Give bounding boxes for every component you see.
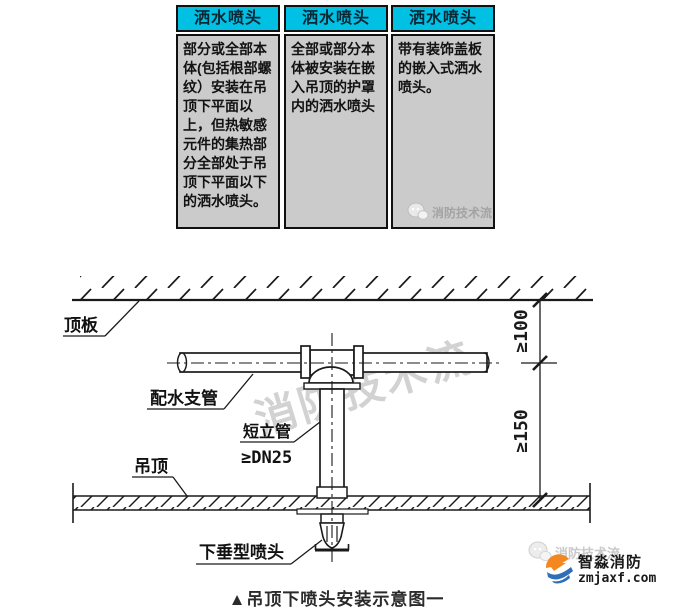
figure-caption: ▲吊顶下喷头安装示意图一 — [228, 590, 445, 609]
brand-watermark: 消防技术流 — [528, 540, 620, 564]
brand-name: 智淼消防 — [578, 553, 643, 571]
suspended-ceiling-callout: 吊顶 — [132, 457, 188, 497]
dimension-line: ≥100 ≥150 — [511, 292, 557, 508]
column-3-description: 带有装饰盖板的嵌入式洒水喷头。 — [391, 34, 495, 229]
column-3-header: 洒水喷头 — [391, 5, 495, 32]
table-watermark-text: 消防技术流 — [431, 205, 492, 220]
sprinkler-type-column-2: 洒水喷头 全部或部分本体被安装在嵌入吊顶的护罩内的洒水喷头 — [284, 5, 388, 229]
pendent-sprinkler-callout: 下垂型喷头 — [196, 539, 323, 565]
ceiling-slab-callout: 顶板 — [63, 300, 140, 337]
column-1-header: 洒水喷头 — [176, 5, 280, 32]
brand-logo: 智淼消防 zmjaxf.com — [544, 554, 656, 585]
dimension-top-label: ≥100 — [511, 309, 532, 352]
ceiling-slab-label: 顶板 — [64, 315, 99, 335]
short-riser-label: 短立管 — [243, 422, 291, 441]
short-riser-callout: 短立管 ≥DN25 — [240, 421, 321, 468]
suspended-ceiling-label: 吊顶 — [134, 457, 168, 476]
table-watermark: 消防技术流 — [407, 201, 492, 223]
column-2-header: 洒水喷头 — [284, 5, 388, 32]
pendent-sprinkler-label: 下垂型喷头 — [199, 542, 284, 562]
sprinkler-type-column-1: 洒水喷头 部分或全部本体(包括根部螺纹）安装在吊顶下平面以上，但热敏感元件的集热… — [176, 5, 280, 229]
riser-size-label: ≥DN25 — [241, 448, 292, 468]
ceiling-slab-hatch — [72, 276, 593, 302]
brand-block: 消防技术流 智淼消防 zmjaxf.com — [524, 536, 670, 592]
column-1-description: 部分或全部本体(包括根部螺纹）安装在吊顶下平面以上，但热敏感元件的集热部分全部处… — [176, 34, 280, 229]
centerlines — [167, 333, 503, 562]
sprinkler-type-column-3: 洒水喷头 带有装饰盖板的嵌入式洒水喷头。 消防技术流 — [391, 5, 495, 229]
brand-site: zmjaxf.com — [578, 570, 657, 586]
zhimiao-logo-icon — [545, 554, 573, 584]
branch-pipe-label: 配水支管 — [150, 388, 218, 408]
column-2-description: 全部或部分本体被安装在嵌入吊顶的护罩内的洒水喷头 — [284, 34, 388, 229]
brand-watermark-text: 消防技术流 — [555, 545, 621, 561]
chat-bubble-icon — [407, 202, 429, 220]
chat-bubble-icon — [528, 541, 552, 562]
sprinkler-installation-diagram: 消防技术流 — [63, 276, 593, 565]
dimension-bottom-label: ≥150 — [511, 409, 532, 452]
branch-pipe-callout: 配水支管 — [147, 373, 254, 410]
